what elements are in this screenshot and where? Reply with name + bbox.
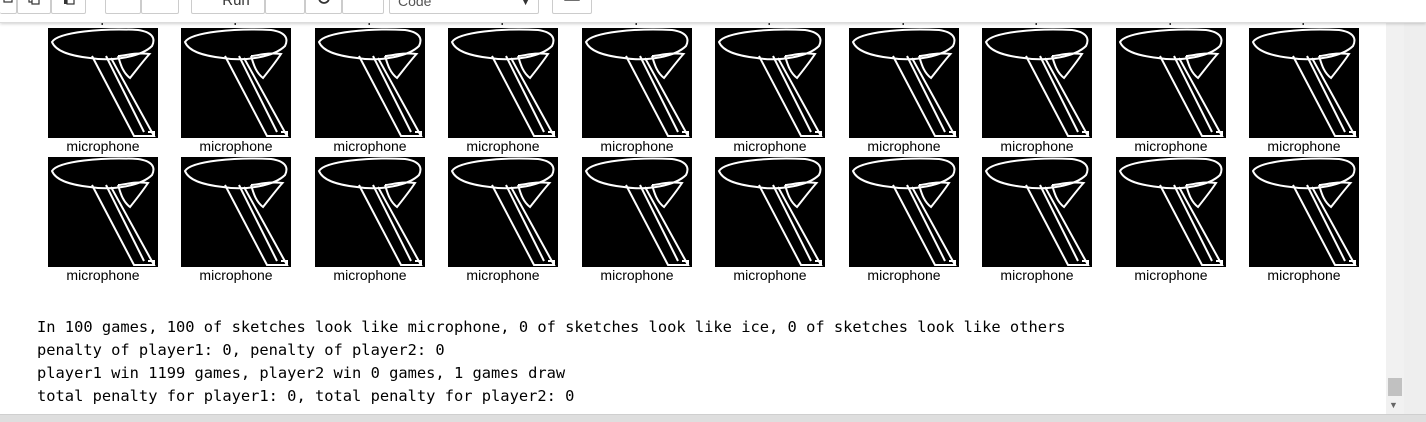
chevron-down-icon: ▼ bbox=[521, 0, 530, 7]
output-line: penalty of player1: 0, penalty of player… bbox=[37, 341, 445, 359]
microphone-sketch-icon bbox=[582, 28, 692, 138]
run-icon bbox=[206, 0, 218, 9]
restart-button[interactable] bbox=[305, 0, 342, 14]
sketch-label: microphone bbox=[1267, 267, 1341, 283]
copy-icon bbox=[27, 0, 41, 9]
microphone-sketch-icon bbox=[181, 157, 291, 267]
sketch-label: microphone bbox=[466, 138, 540, 154]
sketch-label: microphone bbox=[600, 267, 674, 283]
move-down-icon bbox=[154, 0, 166, 9]
sketch-label: microphone bbox=[333, 267, 407, 283]
microphone-sketch-icon bbox=[48, 28, 158, 138]
sketch-cell: microphone bbox=[1249, 157, 1359, 284]
fast-forward-icon bbox=[355, 0, 371, 9]
command-palette-button[interactable] bbox=[552, 0, 592, 14]
sketch-label: microphone bbox=[466, 267, 540, 283]
run-label: Run bbox=[222, 0, 250, 9]
sketch-label: microphone bbox=[66, 138, 140, 154]
microphone-sketch-icon bbox=[849, 28, 959, 138]
output-line: total penalty for player1: 0, total pena… bbox=[37, 387, 575, 405]
sketch-label: microphone bbox=[199, 138, 273, 154]
microphone-sketch-icon bbox=[1249, 157, 1359, 267]
fast-forward-button[interactable] bbox=[342, 0, 384, 14]
sketch-cell: microphone bbox=[181, 157, 291, 284]
cell-output: In 100 games, 100 of sketches look like … bbox=[37, 316, 1066, 408]
status-strip bbox=[0, 414, 1426, 422]
copy-button[interactable] bbox=[0, 0, 17, 14]
move-down-button[interactable] bbox=[141, 0, 179, 14]
sketch-cell: microphone bbox=[448, 28, 558, 155]
sketch-cell: microphone bbox=[1116, 157, 1226, 284]
microphone-sketch-icon bbox=[982, 157, 1092, 267]
sketch-label: microphone bbox=[1000, 138, 1074, 154]
sketch-cell: microphone bbox=[48, 28, 158, 155]
sketch-cell: microphone bbox=[715, 28, 825, 155]
sketch-cell: microphone bbox=[982, 157, 1092, 284]
output-line: In 100 games, 100 of sketches look like … bbox=[37, 318, 1066, 336]
sketch-cell: microphone bbox=[849, 28, 959, 155]
sketch-cell: microphone bbox=[1116, 28, 1226, 155]
microphone-sketch-icon bbox=[849, 157, 959, 267]
paste-icon bbox=[62, 0, 76, 9]
sketch-cell: microphone bbox=[982, 28, 1092, 155]
vertical-scrollbar[interactable]: ▼ bbox=[1386, 22, 1404, 414]
paste-button[interactable] bbox=[51, 0, 86, 14]
copy-cells-button[interactable] bbox=[17, 0, 51, 14]
sketch-label: microphone bbox=[66, 267, 140, 283]
sketch-label: microphone bbox=[733, 138, 807, 154]
notebook-toolbar: Run Code ▼ bbox=[0, 0, 1426, 23]
microphone-sketch-icon bbox=[181, 28, 291, 138]
sketch-cell: microphone bbox=[448, 157, 558, 284]
move-up-button[interactable] bbox=[105, 0, 141, 14]
sketch-cell: microphone bbox=[1249, 28, 1359, 155]
sketch-label: microphone bbox=[333, 138, 407, 154]
run-button[interactable]: Run bbox=[191, 0, 265, 14]
copy-icon bbox=[2, 0, 14, 9]
sketch-cell: microphone bbox=[181, 28, 291, 155]
sketch-label: microphone bbox=[199, 267, 273, 283]
window-margin bbox=[1404, 0, 1426, 422]
sketch-label: microphone bbox=[1134, 138, 1208, 154]
microphone-sketch-icon bbox=[715, 28, 825, 138]
restart-icon bbox=[318, 0, 330, 9]
sketch-cell: microphone bbox=[48, 157, 158, 284]
sketch-label: microphone bbox=[1000, 267, 1074, 283]
notebook-page: microphone microphone microphone microphone… bbox=[0, 0, 1386, 414]
microphone-sketch-icon bbox=[448, 157, 558, 267]
sketch-label: microphone bbox=[867, 267, 941, 283]
sketch-cell: microphone bbox=[315, 157, 425, 284]
scroll-down-icon[interactable]: ▼ bbox=[1389, 400, 1398, 410]
stop-icon bbox=[279, 0, 291, 9]
sketch-label: microphone bbox=[1267, 138, 1341, 154]
sketch-cell: microphone bbox=[582, 157, 692, 284]
sketch-cell: microphone bbox=[715, 157, 825, 284]
microphone-sketch-icon bbox=[1116, 28, 1226, 138]
microphone-sketch-icon bbox=[315, 157, 425, 267]
sketch-label: microphone bbox=[600, 138, 674, 154]
sketch-cell: microphone bbox=[582, 28, 692, 155]
microphone-sketch-icon bbox=[582, 157, 692, 267]
sketch-cell: microphone bbox=[849, 157, 959, 284]
scroll-thumb[interactable] bbox=[1388, 378, 1402, 396]
sketch-label: microphone bbox=[733, 267, 807, 283]
move-up-icon bbox=[117, 0, 129, 9]
microphone-sketch-icon bbox=[48, 157, 158, 267]
sketch-grid: microphone microphone microphone microphone… bbox=[48, 0, 1359, 284]
sketch-label: microphone bbox=[867, 138, 941, 154]
microphone-sketch-icon bbox=[448, 28, 558, 138]
microphone-sketch-icon bbox=[1116, 157, 1226, 267]
cell-type-select[interactable]: Code ▼ bbox=[389, 0, 539, 14]
keyboard-icon bbox=[564, 0, 580, 9]
microphone-sketch-icon bbox=[1249, 28, 1359, 138]
cell-type-value: Code bbox=[398, 0, 432, 9]
microphone-sketch-icon bbox=[715, 157, 825, 267]
microphone-sketch-icon bbox=[982, 28, 1092, 138]
microphone-sketch-icon bbox=[315, 28, 425, 138]
sketch-label: microphone bbox=[1134, 267, 1208, 283]
output-line: player1 win 1199 games, player2 win 0 ga… bbox=[37, 364, 566, 382]
sketch-cell: microphone bbox=[315, 28, 425, 155]
stop-button[interactable] bbox=[265, 0, 305, 14]
